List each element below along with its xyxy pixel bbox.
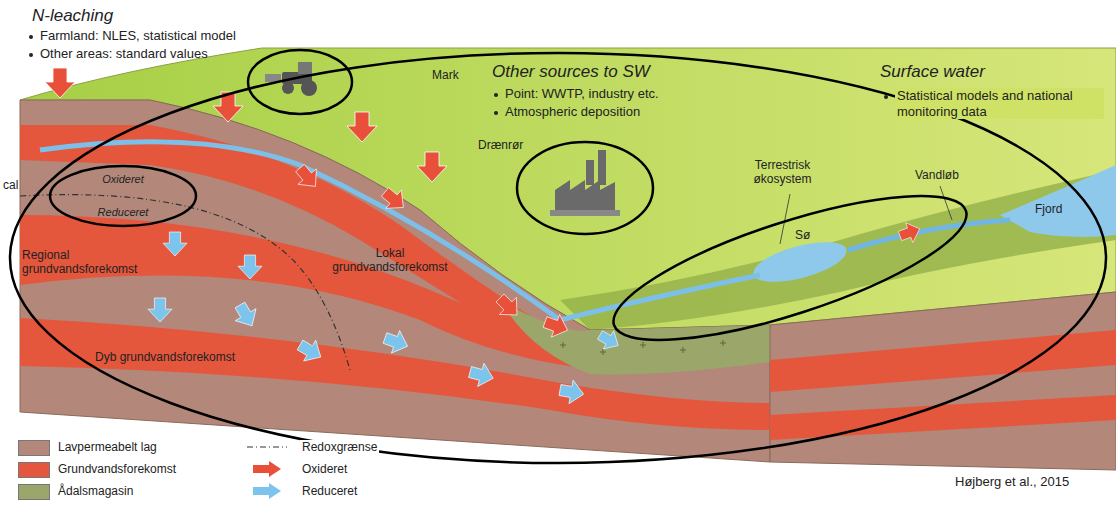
- legend-text: Reduceret: [300, 484, 359, 498]
- legend-swatch: [18, 484, 50, 500]
- label-text: Fjord: [1035, 202, 1062, 216]
- legend-text: Lavpermeabelt lag: [56, 440, 159, 454]
- label-text: Dyb grundvandsforekomst: [95, 350, 235, 364]
- legend-text: Grundvandsforekomst: [56, 462, 178, 476]
- legend-sample: [245, 438, 289, 456]
- label-text: Terrestrisk økosystem: [735, 158, 830, 187]
- legend-text: Oxideret: [300, 462, 349, 476]
- factory-icon: [550, 150, 620, 216]
- legend-sample: [245, 482, 289, 500]
- arrow-sample: [253, 461, 281, 477]
- label-text: Sø: [795, 228, 810, 242]
- node-text: Reduceret: [48, 206, 198, 219]
- legend-sample: [245, 460, 289, 478]
- bullet-dot: [29, 35, 33, 39]
- label-text: Vandløb: [915, 168, 959, 182]
- legend-swatch: [18, 440, 50, 456]
- redox-sample-line: [247, 446, 287, 447]
- label-text: Regional grundvandsforekomst: [22, 248, 137, 277]
- label-text: N-leaching: [32, 6, 113, 26]
- bullet-dot: [29, 53, 33, 57]
- highlight-ellipses: [10, 50, 1106, 463]
- label-text: Point: WWTP, industry etc.: [505, 86, 659, 102]
- arrow-sample: [253, 483, 281, 499]
- legend-text: Redoxgrænse: [300, 440, 379, 454]
- label-text: Surface water: [880, 62, 985, 82]
- label-text: Other sources to SW: [492, 62, 650, 82]
- legend-swatch: [18, 462, 50, 478]
- label-text: Lokal grundvandsforekomst: [330, 246, 450, 275]
- label-text: cal: [3, 178, 18, 192]
- label-text: Mark: [432, 68, 459, 82]
- bullet-dot: [884, 95, 888, 99]
- label-text: Other areas: standard values: [40, 46, 208, 62]
- flow-arrows: [45, 68, 923, 406]
- label-text: Statistical models and national monitori…: [895, 88, 1104, 119]
- label-text: Atmospheric deposition: [505, 104, 640, 120]
- label-text: Drænrør: [478, 138, 523, 152]
- bullet-dot: [494, 93, 498, 97]
- legend-text: Ådalsmagasin: [56, 484, 135, 498]
- label-text: Højberg et al., 2015: [955, 474, 1069, 490]
- redox-ellipse: OxideretReduceret: [48, 164, 198, 228]
- label-text: Farmland: NLES, statistical model: [40, 28, 236, 44]
- bullet-dot: [494, 111, 498, 115]
- node-text: Oxideret: [48, 173, 198, 186]
- cross-section: [20, 100, 1116, 470]
